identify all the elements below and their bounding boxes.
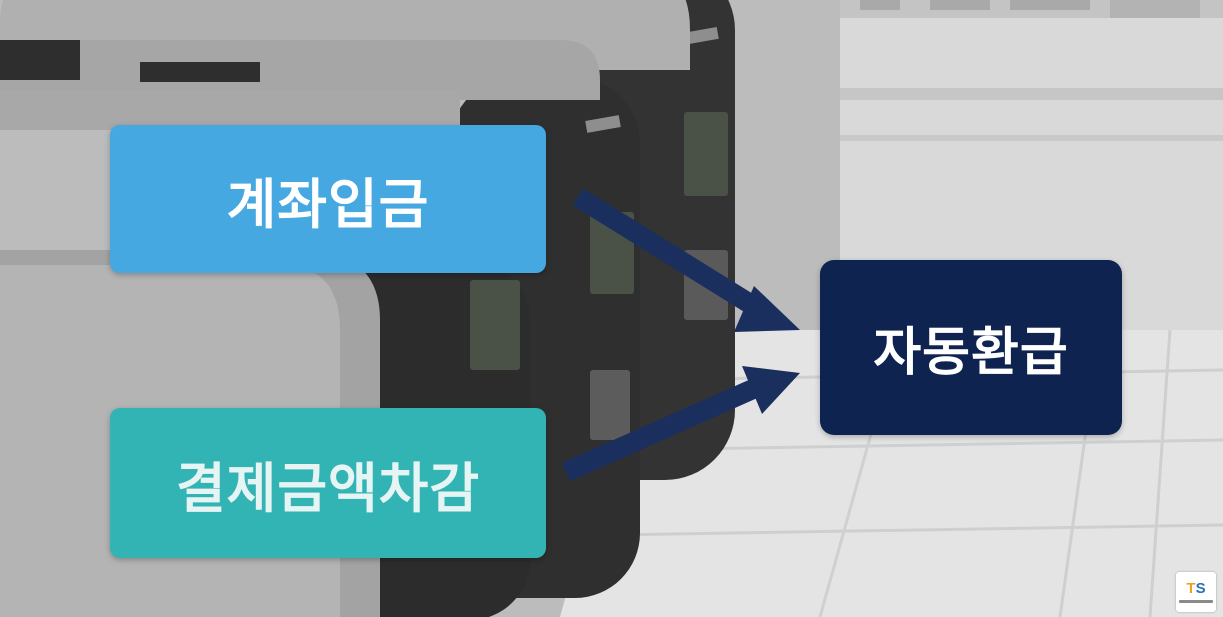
refund-box: 자동환급	[820, 260, 1122, 435]
deduct-label: 결제금액차감	[175, 456, 481, 520]
deposit-box: 계좌입금	[110, 125, 546, 273]
ts-logo: TS	[1176, 572, 1216, 612]
ts-logo-subtext	[1179, 600, 1213, 603]
turnstile-side-panel	[0, 40, 460, 130]
arrow-deduct-to-refund	[561, 375, 767, 482]
deposit-label: 계좌입금	[226, 172, 430, 236]
arrow-deposit-to-refund	[572, 188, 766, 319]
arrowhead-upper	[734, 286, 800, 332]
refund-label: 자동환급	[873, 323, 1069, 383]
deduct-box: 결제금액차감	[110, 408, 546, 558]
ts-logo-mark: TS	[1186, 580, 1206, 597]
arrowhead-lower	[742, 366, 800, 414]
